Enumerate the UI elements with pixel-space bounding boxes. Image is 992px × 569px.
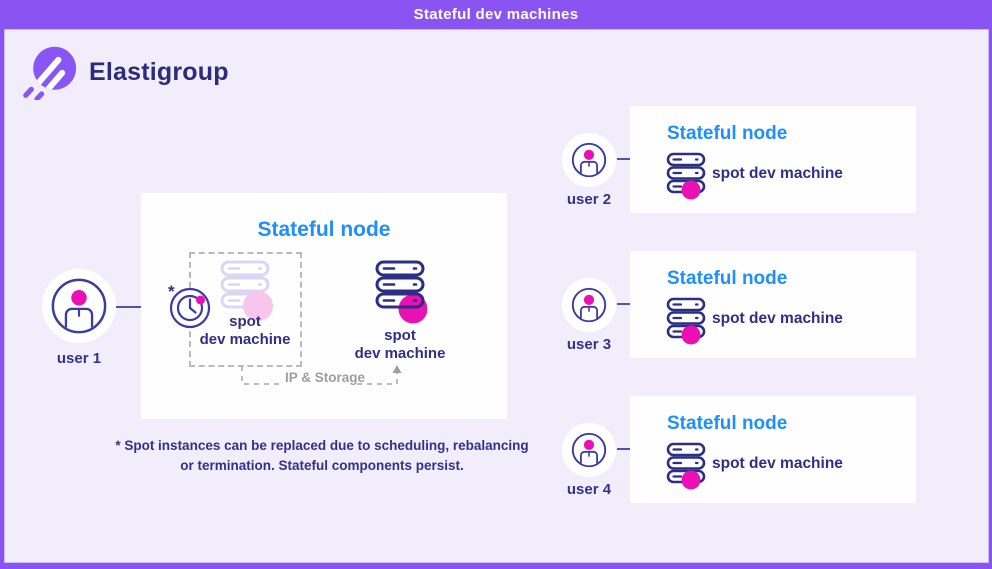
node-machine-label: spot dev machine <box>712 165 843 182</box>
replaced-machine-label: spot dev machine <box>199 313 291 348</box>
title-bar: Stateful dev machines <box>0 0 992 29</box>
server-stack-icon <box>666 442 706 490</box>
node-heading: Stateful node <box>667 268 788 289</box>
brand-name: Elastigroup <box>89 57 229 86</box>
user-1-label: user 1 <box>56 350 102 367</box>
connector-label: IP & Storage <box>285 370 366 385</box>
arrow-up-icon <box>392 365 402 373</box>
user-avatar-icon <box>571 432 607 468</box>
page-title: Stateful dev machines <box>413 6 579 23</box>
user-3-label: user 3 <box>566 336 612 353</box>
node-heading: Stateful node <box>667 413 788 434</box>
stateful-node-card-4: Stateful node spot dev machine <box>630 396 916 503</box>
user-avatar-icon <box>571 287 607 323</box>
stateful-node-card-2: Stateful node spot dev machine <box>630 106 916 213</box>
server-stack-icon-faded <box>220 260 273 321</box>
server-stack-icon <box>666 152 706 200</box>
footnote-asterisk-marker: * <box>168 282 175 301</box>
footnote: * Spot instances can be replaced due to … <box>115 438 529 474</box>
server-stack-icon <box>666 297 706 345</box>
node-heading: Stateful node <box>667 123 788 144</box>
main-node-heading: Stateful node <box>257 218 391 241</box>
server-stack-icon <box>375 260 427 324</box>
user-2-label: user 2 <box>566 191 612 208</box>
user-avatar-icon <box>51 278 107 334</box>
node-machine-label: spot dev machine <box>712 455 843 472</box>
node-machine-label: spot dev machine <box>712 310 843 327</box>
clock-icon <box>169 287 211 329</box>
elastigroup-logo-icon <box>23 46 77 100</box>
brand: Elastigroup <box>20 44 229 100</box>
active-machine-label: spot dev machine <box>354 327 446 362</box>
user-avatar-icon <box>571 142 607 178</box>
ip-storage-connector <box>241 365 402 385</box>
stateful-node-card-3: Stateful node spot dev machine <box>630 251 916 358</box>
user-4-label: user 4 <box>566 481 612 498</box>
